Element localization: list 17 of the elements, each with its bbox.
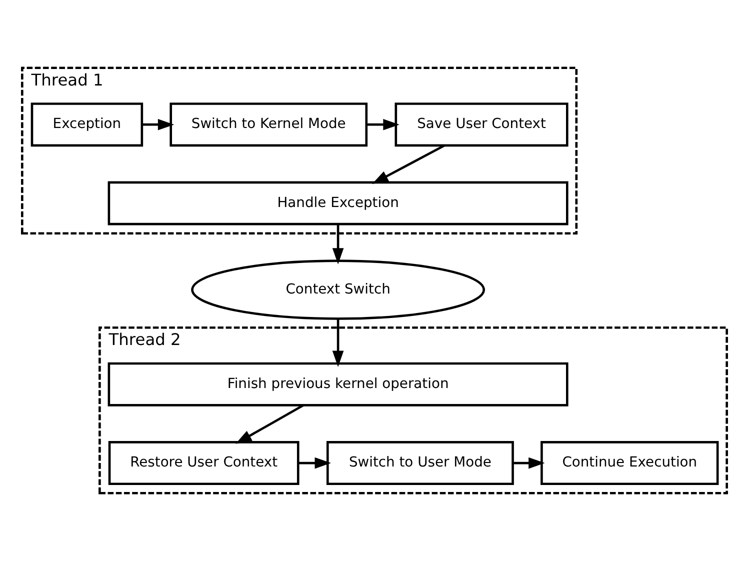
node-box: Finish previous kernel operation [108,362,568,406]
node-box: Exception [30,102,144,147]
node-ellipse: Context Switch [191,260,485,320]
arrow [298,457,331,469]
node-box: Switch to User Mode [326,441,514,486]
node-box: Switch to Kernel Mode [170,102,368,147]
node-box: Continue Execution [540,441,719,486]
arrow [513,457,545,469]
arrow [366,118,400,130]
node-box: Save User Context [394,102,568,147]
node-box: Handle Exception [108,181,568,226]
arrow [142,118,174,130]
arrow [332,224,344,264]
arrow [332,318,344,367]
arrow [372,144,445,184]
node-box: Restore User Context [108,441,300,486]
arrow [236,404,304,444]
